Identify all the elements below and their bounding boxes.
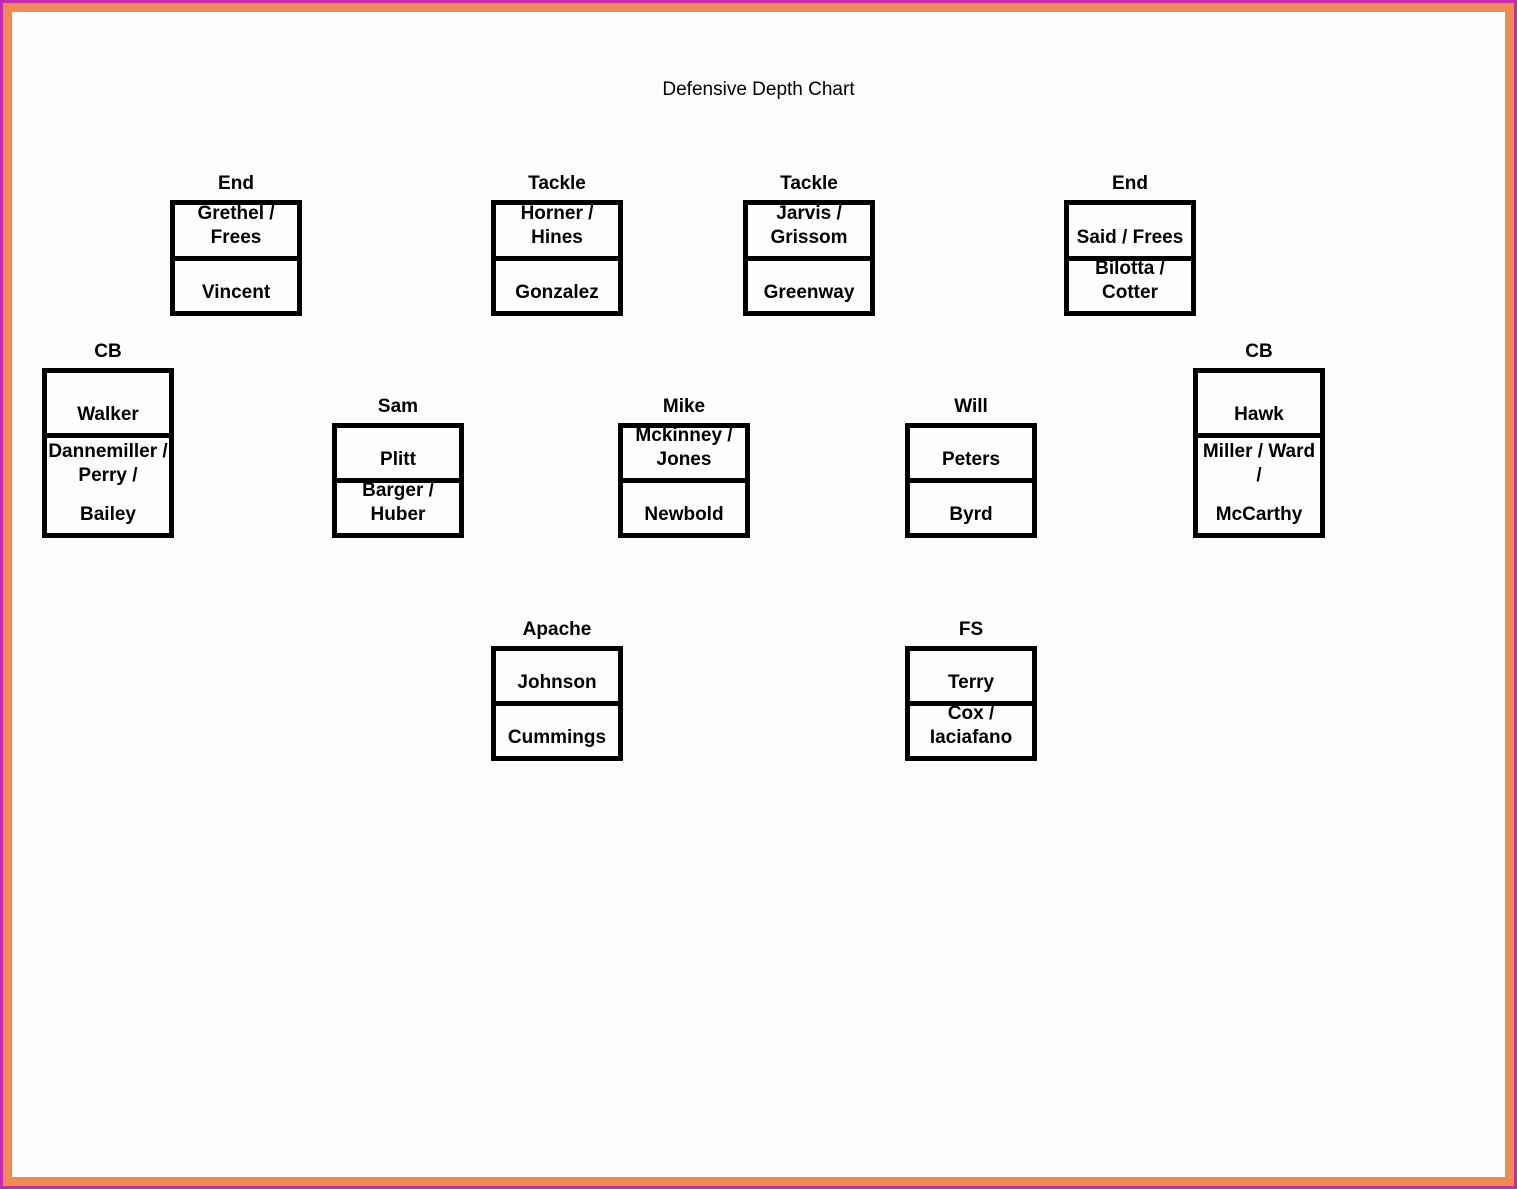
page-title: Defensive Depth Chart	[662, 79, 855, 100]
depth-box: Horner / Hines Gonzalez	[491, 200, 623, 316]
depth-box: Walker Dannemiller / Perry / Bailey	[42, 368, 174, 538]
backup-names-top: Miller / Ward /	[1202, 441, 1316, 486]
position-label: Tackle	[780, 173, 838, 194]
starter-cell: Mckinney / Jones	[635, 428, 733, 470]
backup-cell: Miller / Ward / McCarthy	[1198, 433, 1320, 533]
backup-cell: Newbold	[623, 478, 745, 533]
backup-names-bottom: McCarthy	[1215, 504, 1303, 525]
position-sam: Sam Plitt Barger / Huber	[332, 395, 464, 538]
position-apache: Apache Johnson Cummings	[491, 618, 623, 761]
backup-names-top: Dannemiller / Perry /	[48, 441, 168, 486]
position-label: Apache	[522, 619, 592, 640]
backup-cell: Vincent	[175, 255, 297, 312]
depth-box: Said / Frees Bilotta / Cotter	[1064, 200, 1196, 316]
starter-cell: Jarvis / Grissom	[770, 205, 848, 248]
depth-box: Hawk Miller / Ward / McCarthy	[1193, 368, 1325, 538]
backup-names-bottom: Bailey	[80, 504, 136, 525]
backup-cell: Greenway	[748, 255, 870, 312]
depth-box: Peters Byrd	[905, 423, 1037, 538]
starter-cell: Said / Frees	[1076, 226, 1184, 248]
position-label: Tackle	[528, 173, 586, 194]
backup-cell: Dannemiller / Perry / Bailey	[47, 433, 169, 533]
position-label: Mike	[662, 396, 706, 417]
backup-cell: Gonzalez	[496, 255, 618, 312]
position-label: FS	[958, 619, 984, 640]
starter-cell: Peters	[941, 449, 1001, 470]
position-tackle-left: Tackle Horner / Hines Gonzalez	[491, 172, 623, 316]
backup-cell: Cox / Iaciafano	[910, 701, 1032, 756]
position-tackle-right: Tackle Jarvis / Grissom Greenway	[743, 172, 875, 316]
position-end-left: End Grethel / Frees Vincent	[170, 172, 302, 316]
starter-cell: Horner / Hines	[520, 205, 594, 248]
depth-box: Johnson Cummings	[491, 646, 623, 761]
backup-cell: Byrd	[910, 478, 1032, 533]
position-cb-left: CB Walker Dannemiller / Perry / Bailey	[42, 340, 174, 538]
depth-box: Grethel / Frees Vincent	[170, 200, 302, 316]
position-cb-right: CB Hawk Miller / Ward / McCarthy	[1193, 340, 1325, 538]
position-will: Will Peters Byrd	[905, 395, 1037, 538]
position-label: End	[1112, 173, 1148, 194]
position-label: End	[218, 173, 254, 194]
position-end-right: End Said / Frees Bilotta / Cotter	[1064, 172, 1196, 316]
starter-cell: Hawk	[1234, 404, 1284, 425]
backup-cell: Barger / Huber	[337, 478, 459, 533]
position-label: CB	[1245, 341, 1273, 362]
depth-box: Jarvis / Grissom Greenway	[743, 200, 875, 316]
backup-cell: Bilotta / Cotter	[1069, 255, 1191, 312]
position-label: CB	[94, 341, 122, 362]
backup-cell: Cummings	[496, 701, 618, 756]
starter-cell: Plitt	[380, 449, 416, 470]
depth-box: Plitt Barger / Huber	[332, 423, 464, 538]
depth-box: Terry Cox / Iaciafano	[905, 646, 1037, 761]
position-label: Will	[954, 396, 988, 417]
starter-cell: Johnson	[517, 672, 597, 693]
starter-cell: Grethel / Frees	[197, 205, 275, 248]
depth-box: Mckinney / Jones Newbold	[618, 423, 750, 538]
position-label: Sam	[377, 396, 419, 417]
position-fs: FS Terry Cox / Iaciafano	[905, 618, 1037, 761]
starter-cell: Terry	[947, 672, 995, 693]
starter-cell: Walker	[77, 404, 139, 425]
position-mike: Mike Mckinney / Jones Newbold	[618, 395, 750, 538]
